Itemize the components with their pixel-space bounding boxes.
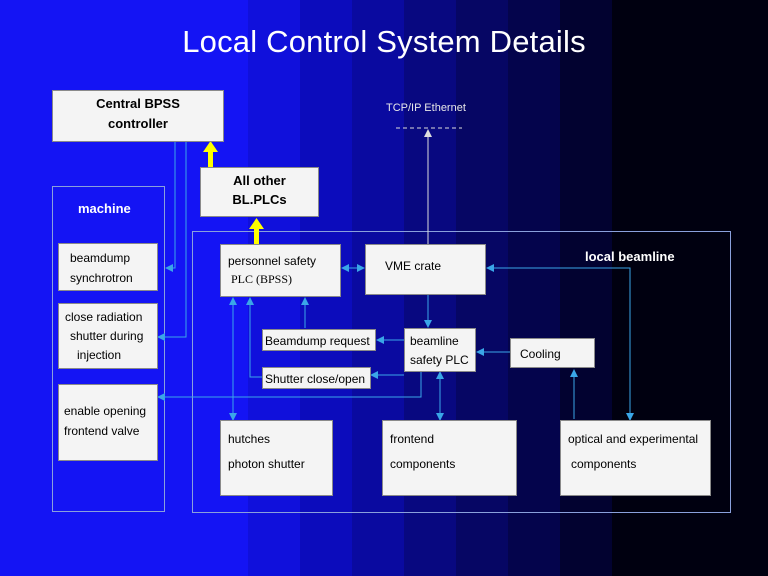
enable-opening-line1: enable opening	[64, 404, 147, 418]
local-beamline-group-frame	[192, 231, 731, 513]
all-other-plcs-box: All other BL.PLCs	[200, 167, 319, 217]
beamline-safety-plc-box: beamline safety PLC	[404, 328, 476, 372]
cooling-box: Cooling	[510, 338, 595, 368]
personnel-plc-line2: PLC (BPSS)	[231, 272, 293, 286]
slide-title: Local Control System Details	[182, 24, 586, 59]
hutches-line2: photon shutter	[228, 457, 305, 471]
beamdump-line1: beamdump	[70, 251, 131, 265]
beamline-plc-line1: beamline	[410, 334, 459, 348]
enable-opening-frontend-valve-box: enable opening frontend valve	[58, 384, 158, 461]
beamdump-request-label: Beamdump request	[265, 334, 370, 348]
close-radiation-line3: injection	[77, 348, 122, 362]
machine-group-label: machine	[78, 201, 131, 216]
connector-central-to-beamdump	[165, 142, 176, 272]
yellow-arrow-plc-to-allother	[249, 218, 264, 245]
vme-crate-box: VME crate	[365, 244, 486, 295]
frontend-components-box: frontend components	[382, 420, 517, 496]
shutter-close-open-label: Shutter close/open	[265, 372, 366, 386]
connector-shutter-to-plc	[246, 297, 262, 378]
frontend-line1: frontend	[390, 432, 435, 446]
connector-central-to-close-radiation	[157, 142, 187, 341]
beamdump-synchrotron-box: beamdump synchrotron	[58, 243, 158, 291]
personnel-plc-line1: personnel safety	[228, 254, 317, 268]
connector-beamline-plc-to-enable-opening	[157, 372, 422, 401]
vme-crate-label: VME crate	[385, 259, 442, 273]
central-bpss-controller-box: Central BPSS controller	[52, 90, 224, 142]
all-other-line2: BL.PLCs	[232, 192, 287, 207]
frontend-line2: components	[390, 457, 456, 471]
personnel-safety-plc-box: personnel safety PLC (BPSS)	[220, 244, 341, 297]
optical-line2: components	[571, 457, 637, 471]
optical-experimental-components-box: optical and experimental components	[560, 420, 711, 496]
cooling-label: Cooling	[520, 347, 561, 361]
central-bpss-line1: Central BPSS	[96, 96, 180, 111]
yellow-arrow-allother-to-central	[203, 141, 218, 168]
close-radiation-line2: shutter during	[70, 329, 144, 343]
shutter-close-open-box: Shutter close/open	[262, 367, 371, 389]
optical-line1: optical and experimental	[568, 432, 699, 446]
local-beamline-group-label: local beamline	[585, 249, 675, 264]
beamline-plc-line2: safety PLC	[410, 353, 469, 367]
all-other-line1: All other	[233, 173, 286, 188]
close-radiation-shutter-box: close radiation shutter during injection	[58, 303, 158, 369]
close-radiation-line1: close radiation	[65, 310, 143, 324]
machine-group-frame	[52, 186, 165, 512]
hutches-line1: hutches	[228, 432, 271, 446]
beamdump-request-box: Beamdump request	[262, 329, 376, 351]
beamdump-line2: synchrotron	[70, 271, 133, 285]
hutches-photon-shutter-box: hutches photon shutter	[220, 420, 333, 496]
enable-opening-line2: frontend valve	[64, 424, 140, 438]
tcp-ip-ethernet-label: TCP/IP Ethernet	[386, 102, 466, 114]
central-bpss-line2: controller	[108, 116, 168, 131]
